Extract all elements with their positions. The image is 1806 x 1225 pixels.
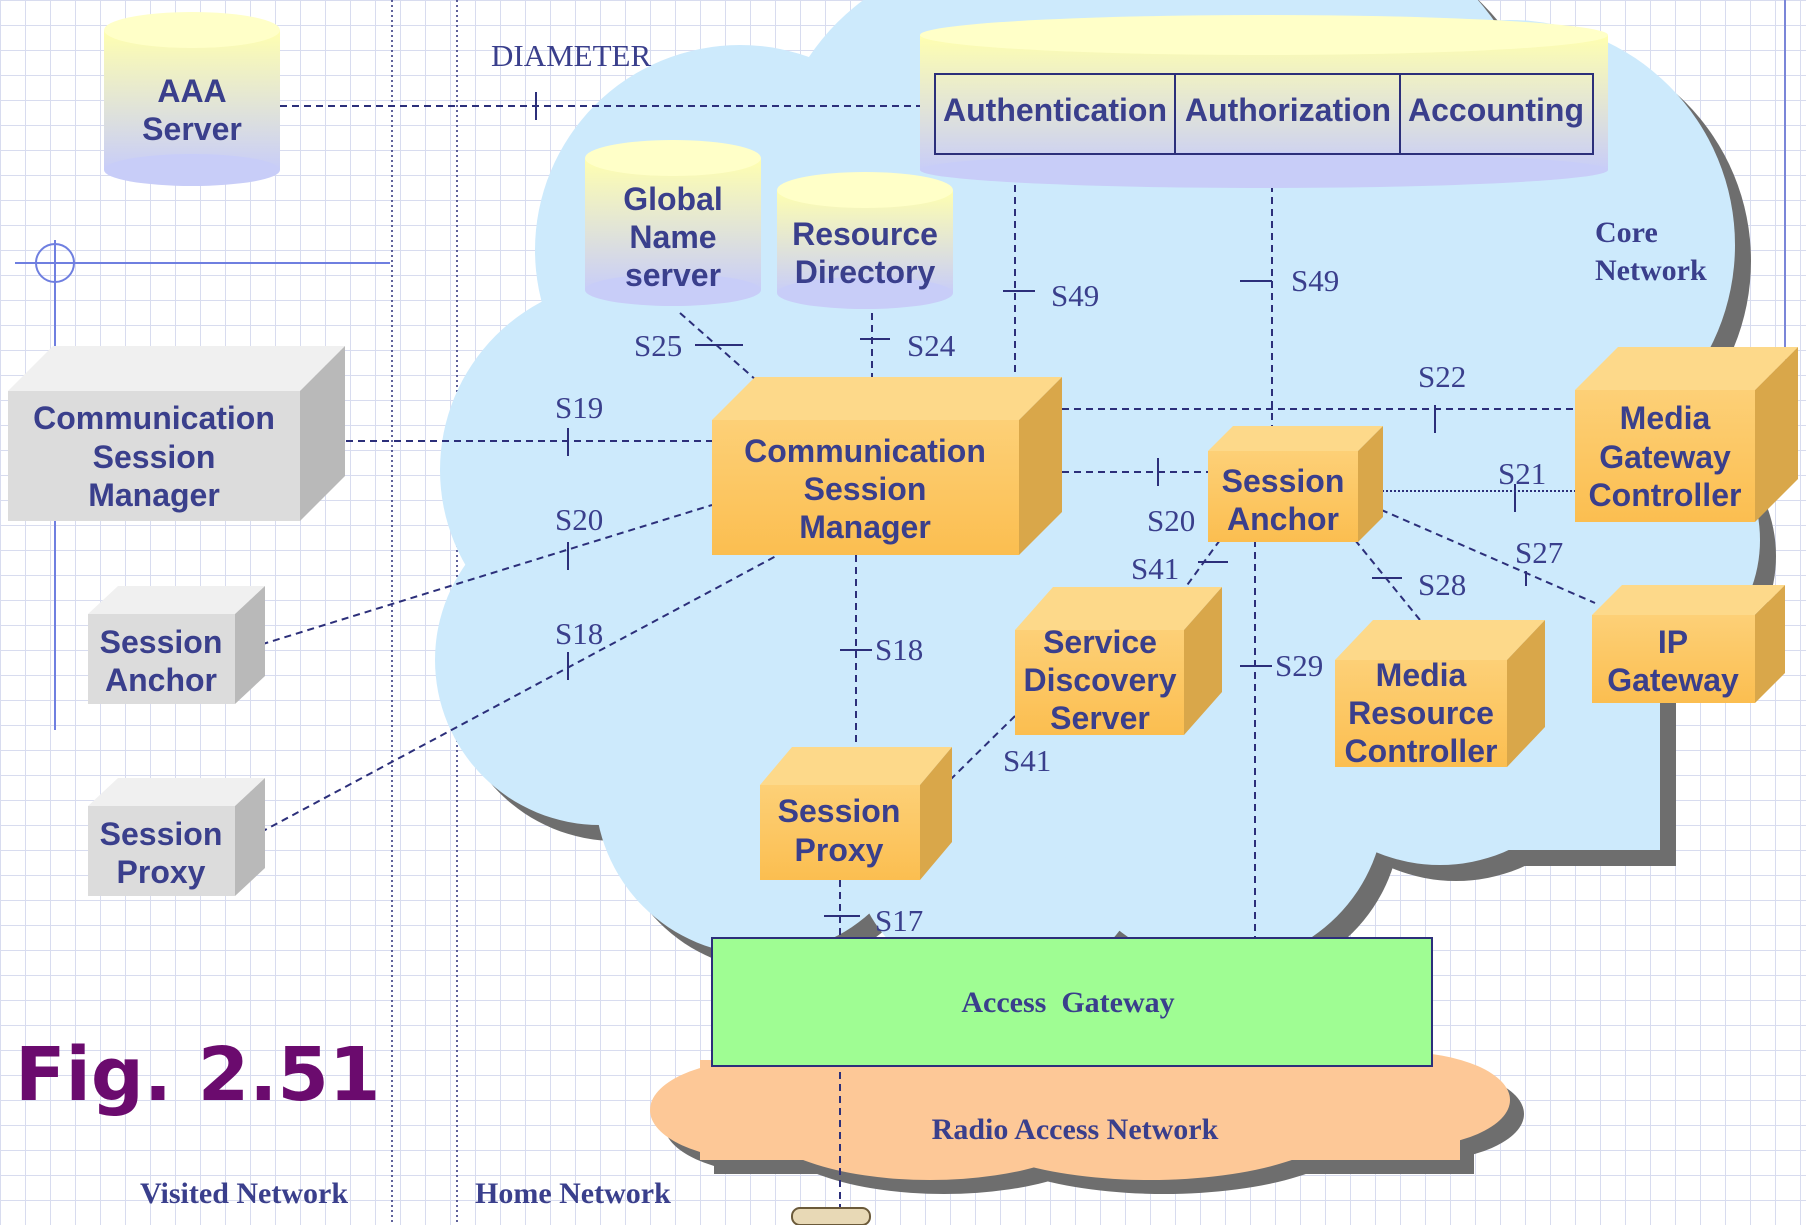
aaa-server-cylinder: AAA Server [104, 12, 280, 186]
aaa-server-line2: Server [142, 111, 242, 147]
session-anchor-home-line2: Anchor [1227, 501, 1339, 537]
interface-s29: S29 [1275, 648, 1323, 683]
authorization-label: Authorization [1185, 92, 1391, 128]
mrc-line3: Controller [1345, 733, 1498, 769]
resource-directory-cylinder: Resource Directory [777, 172, 953, 309]
aaa-functions-cylinder: Authentication Authorization Accounting [920, 15, 1608, 188]
radio-access-network-cloud [650, 1052, 1524, 1194]
session-anchor-visited-box: Session Anchor [88, 586, 265, 704]
interface-s17: S17 [875, 903, 923, 938]
interface-s21: S21 [1498, 456, 1546, 491]
interface-s18-a: S18 [555, 616, 603, 651]
interface-s19: S19 [555, 390, 603, 425]
global-name-server-line3: server [625, 257, 721, 293]
csm-home-line2: Session [804, 471, 927, 507]
accounting-label: Accounting [1408, 92, 1584, 128]
access-gateway-label: Access Gateway [961, 986, 1174, 1019]
service-discovery-server-box: Service Discovery Server [1015, 587, 1222, 736]
session-proxy-home-line1: Session [778, 793, 901, 829]
interface-s27: S27 [1515, 535, 1563, 570]
csm-home-line1: Communication [744, 433, 986, 469]
session-anchor-home-box: Session Anchor [1208, 426, 1383, 542]
home-network-label: Home Network [475, 1177, 671, 1210]
mgc-line2: Gateway [1599, 439, 1731, 475]
visited-network-label: Visited Network [140, 1177, 348, 1210]
interface-s49-a: S49 [1051, 278, 1099, 313]
csm-visited-box: Communication Session Manager [8, 346, 345, 521]
media-resource-controller-box: Media Resource Controller [1335, 620, 1545, 769]
csm-home-line3: Manager [799, 509, 931, 545]
core-network-line2: Network [1595, 254, 1707, 287]
global-name-server-line1: Global [623, 181, 723, 217]
media-gateway-controller-box: Media Gateway Controller [1575, 347, 1798, 522]
aaa-server-line1: AAA [157, 73, 226, 109]
diameter-label: DIAMETER [491, 38, 651, 73]
mgc-line3: Controller [1589, 477, 1742, 513]
interface-ticks [535, 92, 1527, 917]
session-proxy-home-line2: Proxy [795, 832, 884, 868]
sds-line1: Service [1043, 624, 1157, 660]
mrc-line1: Media [1376, 657, 1467, 693]
interface-s18-b: S18 [875, 632, 923, 667]
csm-visited-line3: Manager [88, 477, 220, 513]
interface-s20-b: S20 [1147, 503, 1195, 538]
interface-s49-b: S49 [1291, 263, 1339, 298]
session-proxy-visited-line1: Session [100, 816, 223, 852]
interface-s22: S22 [1418, 359, 1466, 394]
authentication-label: Authentication [943, 92, 1167, 128]
resource-directory-line1: Resource [792, 216, 938, 252]
mgc-line1: Media [1620, 400, 1711, 436]
core-network-line1: Core [1595, 216, 1658, 249]
session-proxy-home-box: Session Proxy [760, 747, 952, 880]
session-anchor-visited-line1: Session [100, 624, 223, 660]
sds-line2: Discovery [1024, 662, 1177, 698]
resource-directory-line2: Directory [795, 254, 936, 290]
access-gateway-box: Access Gateway [711, 937, 1433, 1067]
ip-gateway-line1: IP [1658, 624, 1688, 660]
csm-home-box: Communication Session Manager [712, 377, 1062, 555]
ip-gateway-box: IP Gateway [1592, 585, 1785, 703]
figure-label: Fig. 2.51 [15, 1032, 380, 1118]
session-anchor-visited-line2: Anchor [105, 662, 217, 698]
interface-s24: S24 [907, 328, 956, 363]
mrc-line2: Resource [1348, 695, 1494, 731]
global-name-server-line2: Name [629, 219, 716, 255]
ip-gateway-line2: Gateway [1607, 662, 1739, 698]
csm-visited-line1: Communication [33, 400, 275, 436]
interface-s41-b: S41 [1003, 743, 1051, 778]
session-proxy-visited-line2: Proxy [117, 854, 206, 890]
interface-s25: S25 [634, 328, 682, 363]
session-proxy-visited-box: Session Proxy [88, 778, 265, 896]
csm-visited-line2: Session [93, 439, 216, 475]
sds-line3: Server [1050, 700, 1150, 736]
radio-access-network-label: Radio Access Network [932, 1113, 1219, 1146]
interface-s20-a: S20 [555, 502, 603, 537]
global-name-server-cylinder: Global Name server [585, 140, 761, 306]
mobile-device-icon [791, 1207, 871, 1225]
session-anchor-home-line1: Session [1222, 463, 1345, 499]
interface-s41-a: S41 [1131, 551, 1179, 586]
interface-s28: S28 [1418, 567, 1466, 602]
